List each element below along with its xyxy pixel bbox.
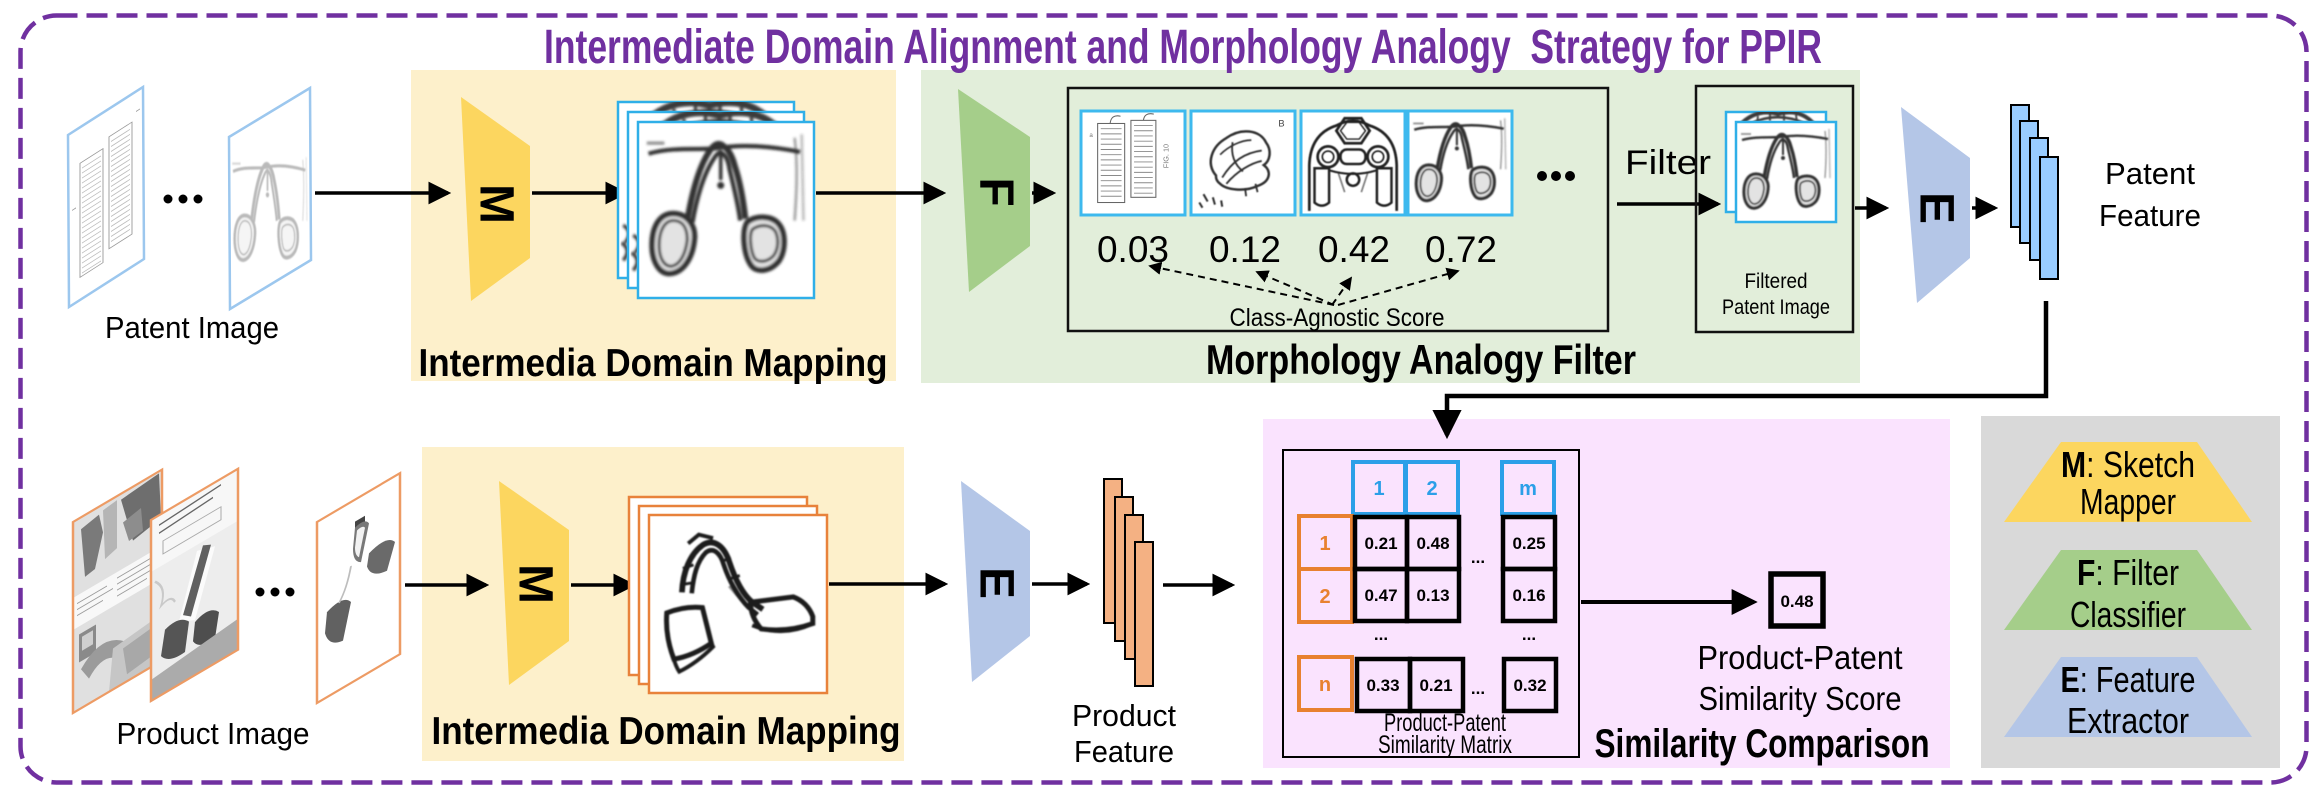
- svg-text:Similarity Matrix: Similarity Matrix: [1378, 731, 1512, 759]
- svg-text:E: E: [970, 567, 1023, 599]
- svg-text:M: Sketch: M: Sketch: [2061, 444, 2195, 485]
- svg-text:F: F: [970, 177, 1023, 206]
- svg-text:0.21: 0.21: [1419, 676, 1452, 695]
- svg-text:Filtered: Filtered: [1745, 270, 1808, 293]
- svg-text:0.32: 0.32: [1513, 676, 1546, 695]
- svg-text:Product: Product: [1072, 698, 1176, 733]
- svg-text:Intermediate Domain Alignment: Intermediate Domain Alignment and Morpho…: [544, 21, 1822, 74]
- svg-text:...: ...: [1522, 625, 1536, 644]
- svg-text:Feature: Feature: [1074, 734, 1174, 769]
- svg-text:Mapper: Mapper: [2080, 481, 2176, 522]
- svg-text:Similarity Score: Similarity Score: [1699, 680, 1902, 717]
- svg-text:Feature: Feature: [2099, 198, 2201, 233]
- svg-text:Extractor: Extractor: [2067, 700, 2189, 741]
- svg-text:1: 1: [1373, 478, 1384, 500]
- svg-text:Product Image: Product Image: [117, 716, 310, 751]
- svg-text:m: m: [1519, 478, 1537, 500]
- svg-text:Similarity Comparison: Similarity Comparison: [1595, 722, 1930, 766]
- svg-text:0.48: 0.48: [1780, 592, 1813, 611]
- svg-text:0.72: 0.72: [1425, 229, 1497, 270]
- svg-text:2: 2: [1426, 478, 1437, 500]
- svg-text:E: Feature: E: Feature: [2061, 659, 2196, 700]
- svg-text:Product-Patent: Product-Patent: [1698, 639, 1903, 676]
- svg-text:Product-Patent: Product-Patent: [1384, 709, 1506, 737]
- svg-text:0.12: 0.12: [1209, 229, 1281, 270]
- svg-text:Filter: Filter: [1625, 144, 1711, 182]
- svg-text:0.47: 0.47: [1364, 586, 1397, 605]
- svg-text:2: 2: [1319, 586, 1330, 608]
- svg-text:Classifier: Classifier: [2070, 594, 2186, 635]
- svg-text:0.13: 0.13: [1416, 586, 1449, 605]
- svg-text:0.03: 0.03: [1097, 229, 1169, 270]
- svg-text:Class-Agnostic Score: Class-Agnostic Score: [1230, 304, 1445, 332]
- svg-text:0.42: 0.42: [1318, 229, 1390, 270]
- svg-text:...: ...: [1374, 625, 1388, 644]
- svg-text:...: ...: [1471, 679, 1485, 698]
- svg-text:0.33: 0.33: [1366, 676, 1399, 695]
- svg-text:Intermedia Domain Mapping: Intermedia Domain Mapping: [419, 342, 888, 385]
- svg-text:0.21: 0.21: [1364, 534, 1397, 553]
- svg-text:Patent Image: Patent Image: [1722, 296, 1830, 319]
- svg-text:n: n: [1319, 674, 1331, 696]
- svg-text:Patent Image: Patent Image: [105, 310, 279, 345]
- svg-text:F: Filter: F: Filter: [2077, 552, 2179, 593]
- svg-text:0.25: 0.25: [1512, 534, 1545, 553]
- svg-text:M: M: [470, 184, 523, 224]
- svg-text:...: ...: [1471, 548, 1485, 567]
- svg-text:0.48: 0.48: [1416, 534, 1449, 553]
- svg-text:0.16: 0.16: [1512, 586, 1545, 605]
- svg-text:Patent: Patent: [2105, 156, 2195, 191]
- svg-text:Intermedia Domain Mapping: Intermedia Domain Mapping: [432, 710, 901, 753]
- svg-text:Morphology Analogy Filter: Morphology Analogy Filter: [1206, 336, 1636, 383]
- svg-text:E: E: [1910, 192, 1963, 224]
- svg-text:1: 1: [1319, 533, 1330, 555]
- svg-text:M: M: [509, 564, 562, 604]
